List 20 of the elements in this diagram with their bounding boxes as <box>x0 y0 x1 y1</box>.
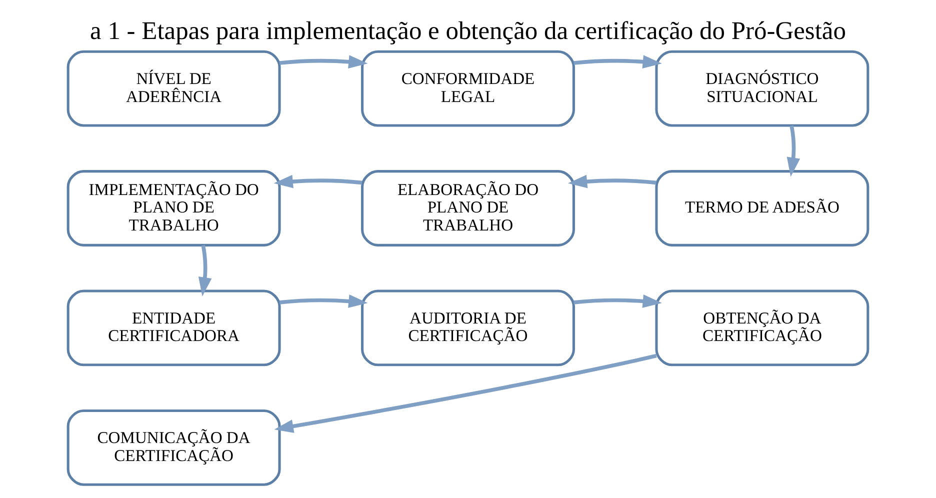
arrow <box>198 244 212 296</box>
diagram-title: a 1 - Etapas para implementação e obtenção da certificação do Pró-Gestão <box>90 16 846 45</box>
node-box: DIAGNÓSTICO SITUACIONAL <box>655 50 870 127</box>
arrow <box>274 354 657 433</box>
arrow <box>274 174 362 188</box>
node-box: OBTENÇÃO DA CERTIFICAÇÃO <box>655 290 870 366</box>
arrow <box>574 55 662 68</box>
node-box: NÍVEL DE ADERÊNCIA <box>66 50 281 127</box>
arrow <box>574 294 662 308</box>
arrow <box>279 55 368 68</box>
arrow <box>279 294 368 308</box>
node-box: AUDITORIA DE CERTIFICAÇÃO <box>361 290 575 366</box>
node-box: ELABORAÇÃO DO PLANO DE TRABALHO <box>361 170 575 246</box>
arrow <box>568 174 656 188</box>
node-box: IMPLEMENTAÇÃO DO PLANO DE TRABALHO <box>66 170 281 246</box>
node-box: ENTIDADE CERTIFICADORA <box>66 290 281 366</box>
node-box: CONFORMIDADE LEGAL <box>361 50 575 127</box>
node-box: TERMO DE ADESÃO <box>655 170 870 246</box>
arrow <box>786 125 800 177</box>
node-box: COMUNICAÇÃO DA CERTIFICAÇÃO <box>66 409 281 486</box>
